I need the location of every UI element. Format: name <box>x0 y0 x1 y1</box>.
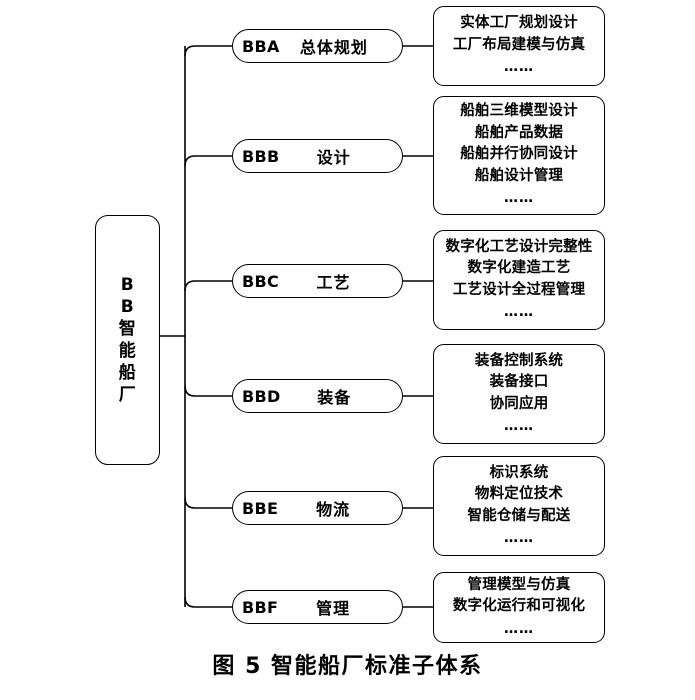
code-node-id: BBF <box>242 597 279 617</box>
detail-ellipsis: …… <box>504 620 534 637</box>
connector-elbow-bbb <box>184 155 232 167</box>
connector-elbow-bbc <box>184 280 232 292</box>
connector-elbow-bbf <box>184 596 232 608</box>
detail-ellipsis: …… <box>504 303 534 320</box>
detail-line: 船舶产品数据 <box>474 124 564 141</box>
detail-line: 协同应用 <box>489 395 549 412</box>
detail-line: 工艺设计全过程管理 <box>452 281 586 298</box>
detail-node-bba[interactable]: 实体工厂规划设计 工厂布局建模与仿真 …… <box>433 6 605 86</box>
detail-line: 船舶设计管理 <box>474 167 564 184</box>
detail-line: 数字化工艺设计完整性 <box>445 238 593 255</box>
code-node-bbf[interactable]: BBF 管理 <box>232 590 403 624</box>
code-node-name: 总体规划 <box>299 38 368 57</box>
connector-elbow-bbe <box>184 497 232 509</box>
detail-line: 管理模型与仿真 <box>467 576 571 593</box>
detail-line: 物料定位技术 <box>474 486 564 503</box>
detail-node-bbf[interactable]: 管理模型与仿真 数字化运行和可视化 …… <box>433 572 605 643</box>
detail-ellipsis: …… <box>504 417 534 434</box>
detail-line: 实体工厂规划设计 <box>460 15 578 32</box>
detail-ellipsis: …… <box>504 59 534 76</box>
detail-line: 数字化运行和可视化 <box>452 598 586 615</box>
code-node-name: 工艺 <box>316 273 351 292</box>
detail-line: 数字化建造工艺 <box>467 260 571 277</box>
root-node-label: BB智能船厂 <box>118 274 137 406</box>
code-node-bbe[interactable]: BBE 物流 <box>232 491 403 525</box>
code-node-name: 装备 <box>317 388 352 407</box>
code-node-id: BBB <box>242 146 280 166</box>
code-node-name: 物流 <box>316 500 351 519</box>
detail-line: 装备控制系统 <box>474 352 564 369</box>
detail-line: 工厂布局建模与仿真 <box>452 36 586 53</box>
code-node-id: BBD <box>242 386 281 406</box>
detail-ellipsis: …… <box>504 529 534 546</box>
code-node-id: BBE <box>242 498 279 518</box>
detail-node-bbe[interactable]: 标识系统 物料定位技术 智能仓储与配送 …… <box>433 456 605 556</box>
detail-line: 装备接口 <box>489 374 549 391</box>
detail-node-bbb[interactable]: 船舶三维模型设计 船舶产品数据 船舶并行协同设计 船舶设计管理 …… <box>433 96 605 215</box>
code-node-id: BBC <box>242 271 280 291</box>
code-node-id: BBA <box>242 36 280 56</box>
detail-line: 船舶并行协同设计 <box>460 146 578 163</box>
detail-node-bbd[interactable]: 装备控制系统 装备接口 协同应用 …… <box>433 344 605 444</box>
detail-line: 智能仓储与配送 <box>467 507 571 524</box>
code-node-bbb[interactable]: BBB 设计 <box>232 139 403 173</box>
connector-elbow-bbd <box>184 385 232 397</box>
root-node-bb[interactable]: BB智能船厂 <box>95 215 160 465</box>
code-node-name: 设计 <box>316 148 351 167</box>
connector-elbow-bba <box>184 45 232 57</box>
detail-ellipsis: …… <box>504 190 534 207</box>
code-node-bba[interactable]: BBA 总体规划 <box>232 29 403 63</box>
code-node-name: 管理 <box>316 599 351 618</box>
code-node-bbd[interactable]: BBD 装备 <box>232 379 403 413</box>
figure-caption: 图 5 智能船厂标准子体系 <box>212 654 483 679</box>
detail-line: 船舶三维模型设计 <box>460 103 578 120</box>
code-node-bbc[interactable]: BBC 工艺 <box>232 264 403 298</box>
detail-line: 标识系统 <box>489 464 549 481</box>
detail-node-bbc[interactable]: 数字化工艺设计完整性 数字化建造工艺 工艺设计全过程管理 …… <box>433 230 605 330</box>
